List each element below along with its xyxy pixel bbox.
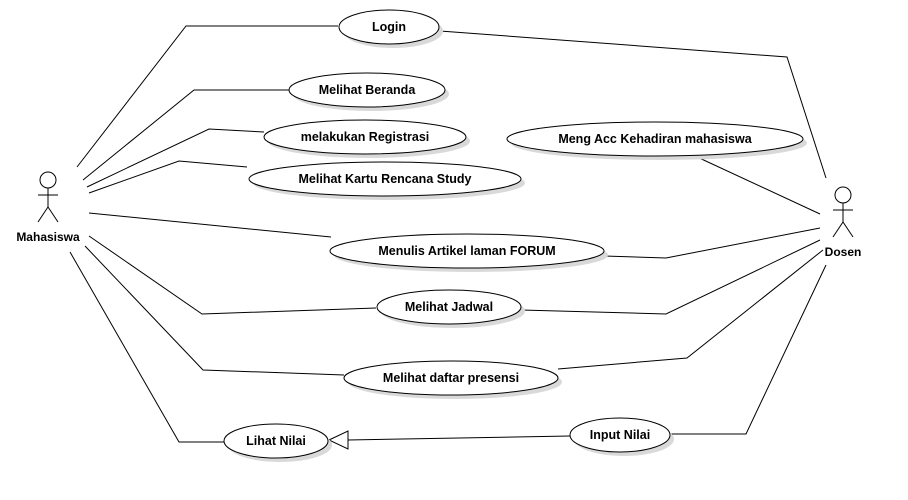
use-case-lihat-nilai[interactable]: Lihat Nilai (223, 423, 332, 462)
edge-inputnilai-dosen (670, 264, 827, 435)
use-case-melihat-jadwal[interactable]: Melihat Jadwal (376, 289, 525, 328)
edge-mahasiswa-krs (88, 160, 248, 194)
edge-mahasiswa-presensi (84, 245, 345, 376)
use-case-label: Melihat Beranda (319, 83, 417, 97)
actor-mahasiswa[interactable]: Mahasiswa (16, 171, 80, 244)
edge-login-dosen (439, 30, 827, 179)
edge-artikel-dosen (603, 227, 821, 259)
edge-generalization (347, 435, 571, 441)
use-case-login[interactable]: Login (338, 9, 443, 48)
edge-mahasiswa-beranda (82, 89, 289, 181)
use-case-label: Lihat Nilai (246, 434, 306, 448)
use-case-label: Login (372, 20, 406, 34)
actor-dosen[interactable]: Dosen (825, 186, 862, 259)
edge-mahasiswa-registrasi (86, 128, 265, 188)
edge-mahasiswa-login (76, 25, 338, 168)
use-case-melakukan-registrasi[interactable]: melakukan Registrasi (263, 119, 470, 158)
associations (69, 25, 827, 450)
edge-mahasiswa-artikel (88, 212, 332, 238)
use-case-label: Melihat daftar presensi (383, 371, 519, 385)
use-case-melihat-presensi[interactable]: Melihat daftar presensi (343, 360, 562, 399)
use-case-label: Meng Acc Kehadiran mahasiswa (558, 132, 752, 146)
generalization-arrowhead (327, 430, 349, 450)
use-case-label: Melihat Jadwal (405, 300, 493, 314)
edge-presensi-dosen (557, 249, 824, 370)
edge-mahasiswa-jadwal (88, 235, 377, 315)
use-case-melihat-beranda[interactable]: Melihat Beranda (288, 72, 449, 111)
use-case-meng-acc-kehadiran[interactable]: Meng Acc Kehadiran mahasiswa (506, 121, 807, 160)
use-case-label: Input Nilai (590, 428, 650, 442)
actor-label: Dosen (825, 245, 862, 259)
edge-acc-dosen (694, 155, 821, 215)
edge-mahasiswa-lihatnilai (69, 251, 226, 443)
use-case-input-nilai[interactable]: Input Nilai (569, 417, 674, 456)
stick-figure-icon (37, 171, 59, 223)
use-case-melihat-krs[interactable]: Melihat Kartu Rencana Study (248, 161, 525, 200)
stick-figure-icon (832, 186, 854, 238)
edge-jadwal-dosen (520, 239, 821, 315)
use-case-label: Menulis Artikel laman FORUM (378, 244, 555, 258)
use-case-label: melakukan Registrasi (301, 130, 430, 144)
use-case-menulis-artikel[interactable]: Menulis Artikel laman FORUM (329, 233, 608, 272)
actor-label: Mahasiswa (16, 230, 80, 244)
use-case-label: Melihat Kartu Rencana Study (299, 172, 472, 186)
